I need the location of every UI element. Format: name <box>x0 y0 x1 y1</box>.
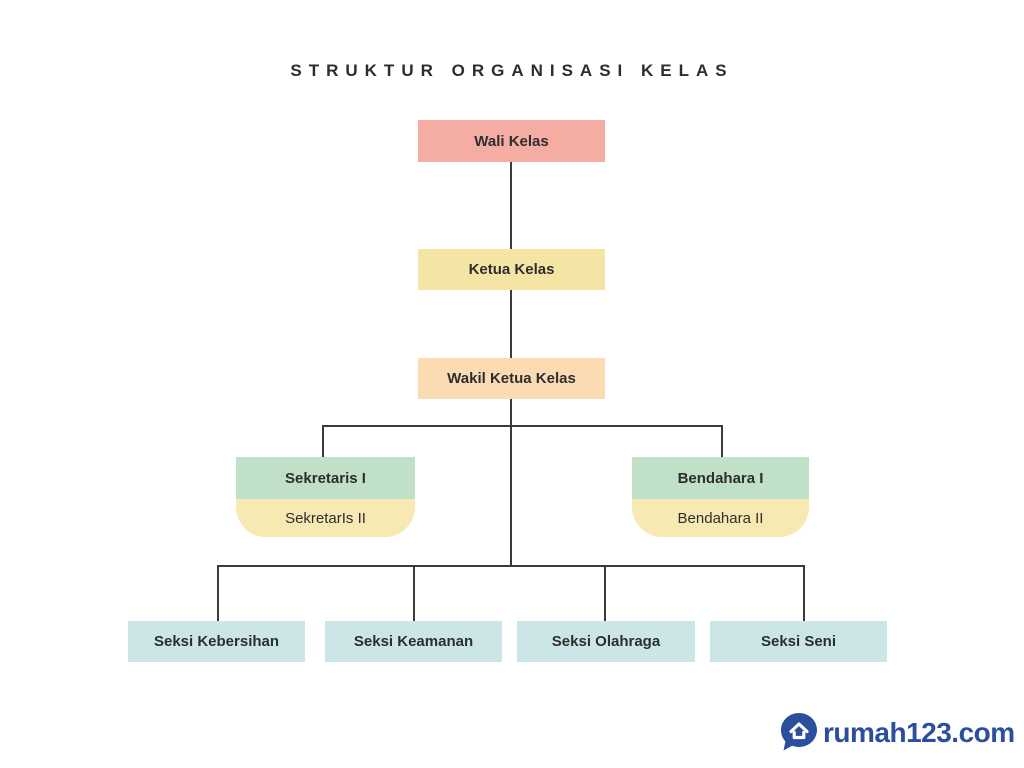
node-label: Bendahara II <box>677 509 764 527</box>
connector-drop-sekretaris <box>322 425 324 457</box>
node-label: Seksi Seni <box>760 633 837 650</box>
connector-wali-ketua <box>510 162 512 249</box>
connector-ketua-wakil <box>510 290 512 358</box>
connector-drop-bendahara <box>721 425 723 457</box>
brand-name: rumah123.com <box>823 717 1015 748</box>
node-label: Ketua Kelas <box>468 261 555 278</box>
node-seksi-keamanan: Seksi Keamanan <box>325 621 502 662</box>
node-seksi-seni: Seksi Seni <box>710 621 887 662</box>
node-sekretaris-group: Sekretaris I SekretarIs II <box>236 457 415 537</box>
node-bendahara-2: Bendahara II <box>632 499 809 537</box>
page-title: STRUKTUR ORGANISASI KELAS <box>290 61 734 80</box>
connector-drop-seni <box>803 565 805 621</box>
node-label: Wakil Ketua Kelas <box>447 370 576 387</box>
node-label: Seksi Keamanan <box>353 633 474 650</box>
node-seksi-olahraga: Seksi Olahraga <box>517 621 695 662</box>
node-label: Seksi Olahraga <box>551 633 661 650</box>
node-bendahara-group: Bendahara I Bendahara II <box>632 457 809 537</box>
node-seksi-kebersihan: Seksi Kebersihan <box>128 621 305 662</box>
node-label: Seksi Kebersihan <box>153 633 280 650</box>
node-label: Sekretaris I <box>285 469 366 487</box>
node-label: SekretarIs II <box>285 509 366 527</box>
connector-drop-olahraga <box>604 565 606 621</box>
map-pin-house-icon <box>781 713 817 751</box>
node-bendahara-1: Bendahara I <box>632 457 809 499</box>
node-sekretaris-2: SekretarIs II <box>236 499 415 537</box>
node-label: Bendahara I <box>677 469 764 487</box>
connector-tier1-horizontal <box>322 425 722 427</box>
node-wakil-ketua-kelas: Wakil Ketua Kelas <box>418 358 605 399</box>
connector-wakil-down <box>510 399 512 565</box>
node-label: Wali Kelas <box>474 132 549 150</box>
connector-drop-keamanan <box>413 565 415 621</box>
node-ketua-kelas: Ketua Kelas <box>418 249 605 290</box>
brand-logo: rumah123.com <box>779 712 1015 754</box>
connector-drop-kebersihan <box>217 565 219 621</box>
node-sekretaris-1: Sekretaris I <box>236 457 415 499</box>
node-wali-kelas: Wali Kelas <box>418 120 605 162</box>
connector-tier2-horizontal <box>217 565 804 567</box>
